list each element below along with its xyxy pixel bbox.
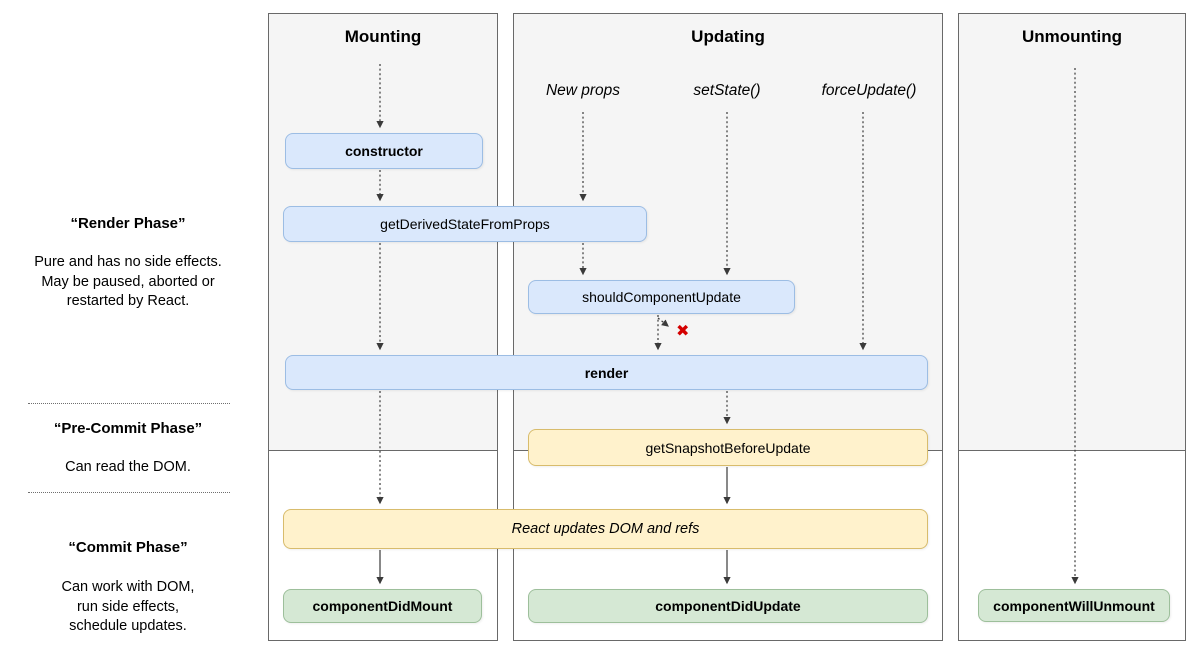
react-updates-dom-box: React updates DOM and refs [283,509,928,549]
unmounting-column-title: Unmounting [1021,27,1123,46]
phase-divider [28,492,230,493]
unmounting-column: Unmounting [958,13,1186,641]
updating-column-title: Updating [691,27,765,46]
commit-phase-line: schedule updates. [69,618,187,634]
pre-commit-phase-line: Can read the DOM. [65,459,191,475]
pre-commit-phase-title: “Pre-Commit Phase” [53,420,203,437]
render-phase-line: May be paused, aborted or [41,273,215,290]
phase-divider [28,403,230,404]
componentdidupdate-box[interactable]: componentDidUpdate [528,589,928,623]
commit-phase-description: Can work with DOM, run side effects, sch… [8,578,248,637]
componentdidmount-box[interactable]: componentDidMount [283,589,482,623]
render-phase-description: Pure and has no side effects. May be pau… [8,253,248,312]
render-phase-title: “Render Phase” [70,215,186,232]
commit-phase-line: run side effects, [76,598,180,615]
update-blocked-x-icon: ✖ [676,321,690,340]
componentwillunmount-box[interactable]: componentWillUnmount [978,589,1170,622]
render-phase-line: Pure and has no side effects. [34,254,222,270]
render-phase-line: restarted by React. [66,293,190,309]
shouldcomponentupdate-box[interactable]: shouldComponentUpdate [528,280,795,314]
getsnapshotbeforeupdate-box[interactable]: getSnapshotBeforeUpdate [528,429,928,466]
getderivedstatefromprops-box[interactable]: getDerivedStateFromProps [283,206,647,242]
pre-commit-phase-description: Can read the DOM. [8,458,248,478]
commit-phase-line: Can work with DOM, [61,579,195,595]
new-props-label: New props [545,82,621,99]
unmounting-render-phase-region [959,14,1185,451]
commit-phase-title: “Commit Phase” [68,539,188,556]
constructor-box[interactable]: constructor [285,133,483,169]
mounting-column-title: Mounting [344,27,422,46]
forceupdate-label: forceUpdate() [821,82,917,99]
setstate-label: setState() [693,82,761,99]
render-box[interactable]: render [285,355,928,390]
